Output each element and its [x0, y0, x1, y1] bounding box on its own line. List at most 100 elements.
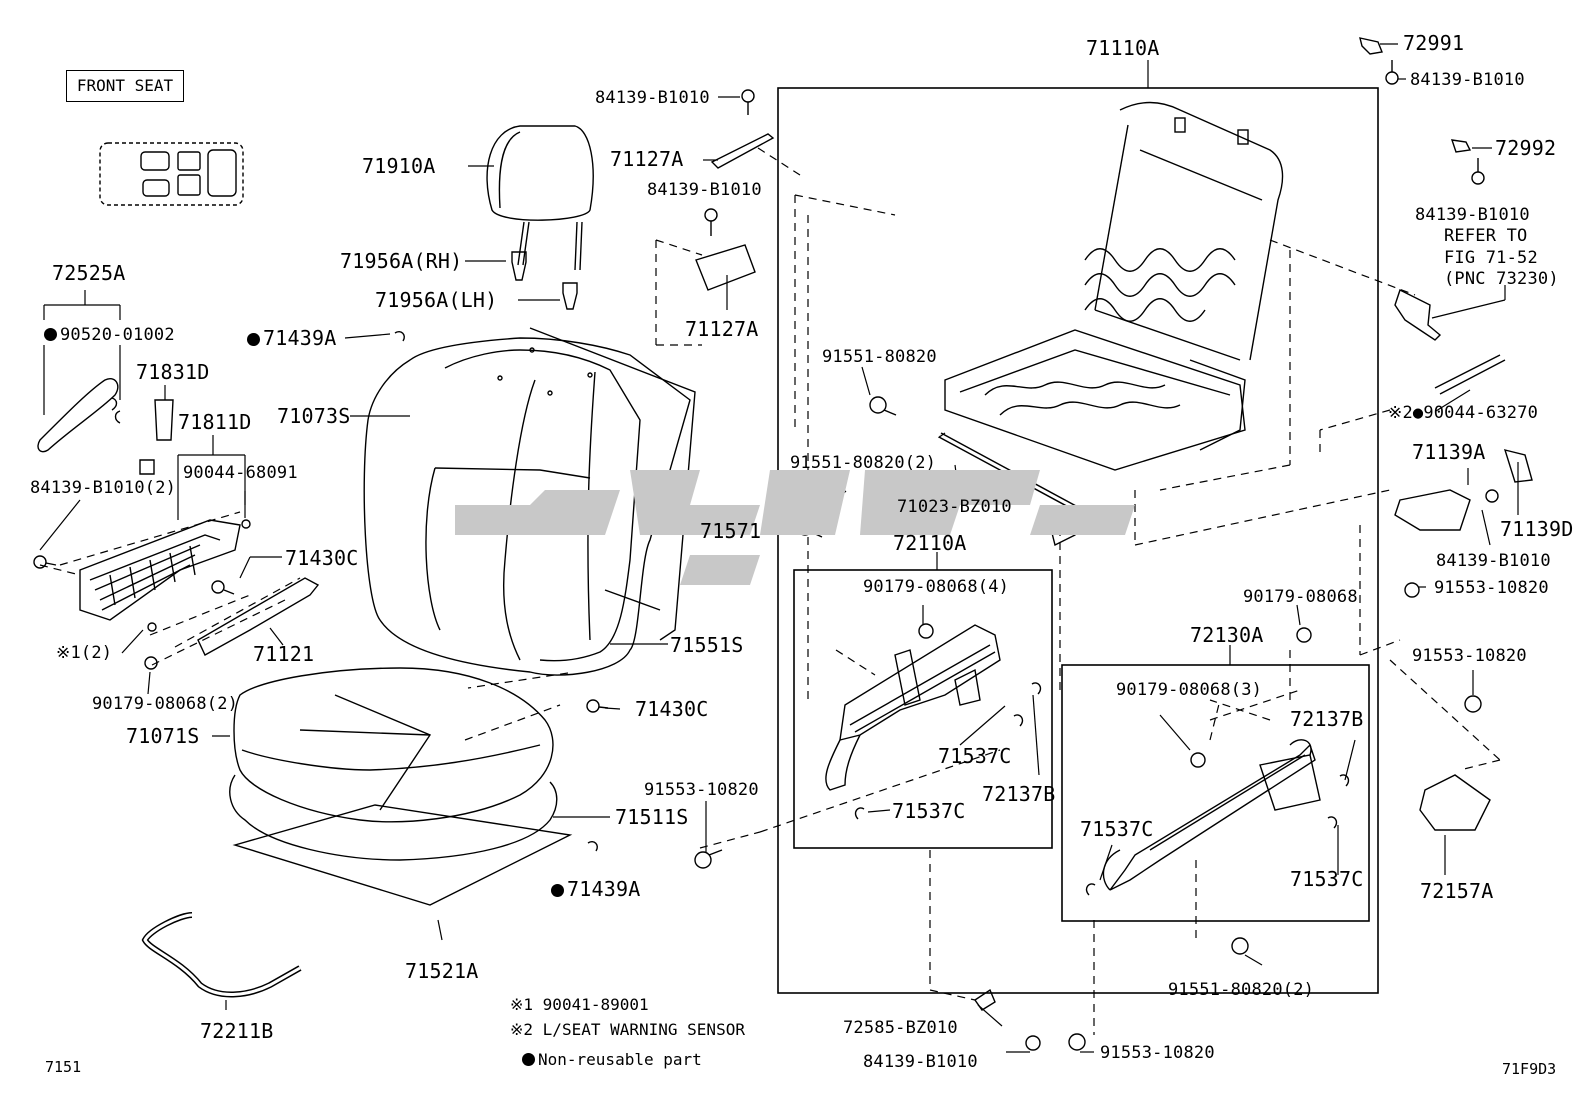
part-label-91551-80820-2: 91551-80820(2) — [790, 453, 937, 473]
part-label-90179-08068: 90179-08068 — [1243, 587, 1358, 607]
part-label-84139-B1010: 84139-B1010 — [1436, 551, 1551, 571]
part-label-71430C: 71430C — [285, 546, 359, 570]
bracket-drawing — [197, 577, 320, 656]
part-label-72585-BZ010: 72585-BZ010 — [843, 1018, 958, 1038]
part-label-90179-08068-4: 90179-08068(4) — [863, 577, 1010, 597]
part-label-84139-B1010: 84139-B1010 — [863, 1052, 978, 1072]
recline-lever-drawing — [37, 378, 119, 453]
part-label-84139-B1010: 84139-B1010 — [1410, 70, 1525, 90]
part-label-text: 71439A — [567, 877, 641, 901]
part-label-72211B: 72211B — [200, 1019, 274, 1043]
part-label-71121: 71121 — [253, 642, 315, 666]
figure-code-right: 71F9D3 — [1502, 1060, 1557, 1078]
part-label-71551S: 71551S — [670, 633, 744, 657]
part-label-mark1: ※1(2) — [56, 643, 113, 663]
part-label-72992: 72992 — [1495, 136, 1557, 160]
part-label-90179-08068-2: 90179-08068(2) — [92, 694, 239, 714]
sensor-drawing — [1394, 289, 1442, 341]
part-label-71956A-rh: 71956A(RH) — [340, 249, 463, 273]
headrest-drawing — [486, 125, 594, 310]
note-mark1: ※1 90041-89001 — [510, 995, 649, 1014]
part-label-71521A: 71521A — [405, 959, 479, 983]
figure-code-left: 7151 — [45, 1058, 82, 1076]
non-reusable-dot-icon — [522, 1053, 535, 1066]
part-label-71537C: 71537C — [1290, 867, 1364, 891]
left-slide-rail-drawing — [825, 624, 1001, 791]
part-label-72110A: 72110A — [893, 531, 967, 555]
part-label-91551-80820: 91551-80820 — [822, 347, 937, 367]
part-label-72157A: 72157A — [1420, 879, 1494, 903]
part-label-90520-01002: 90520-01002 — [44, 325, 175, 345]
non-reusable-dot-icon — [247, 333, 260, 346]
part-label-text: 71439A — [263, 326, 337, 350]
seat-switch-icon — [99, 142, 244, 206]
part-label-90179-08068-3: 90179-08068(3) — [1116, 680, 1263, 700]
seat-back-drawing — [363, 327, 696, 676]
part-label-71571: 71571 — [700, 519, 762, 543]
part-label-71831D: 71831D — [136, 360, 210, 384]
right-slide-box — [1061, 664, 1370, 922]
part-label-71139D: 71139D — [1500, 517, 1574, 541]
part-label-71073S: 71073S — [277, 404, 351, 428]
refer-note-line1: REFER TO — [1444, 226, 1528, 246]
part-label-84139-B1010: 84139-B1010 — [595, 88, 710, 108]
part-label-84139-B1010: 84139-B1010 — [1415, 205, 1530, 225]
clip-72992-drawing — [1450, 139, 1472, 153]
note-non-reusable: Non-reusable part — [522, 1050, 702, 1069]
dashed-assembly-lines — [39, 147, 1501, 1035]
seat-frame-drawing — [944, 101, 1284, 471]
note-mark2: ※2 L/SEAT WARNING SENSOR — [510, 1020, 745, 1039]
part-label-71139A: 71139A — [1412, 440, 1486, 464]
part-label-71127A: 71127A — [610, 147, 684, 171]
bracket-71139D-drawing — [1503, 449, 1533, 483]
part-label-91553-10820: 91553-10820 — [1100, 1043, 1215, 1063]
note-text: Non-reusable part — [538, 1050, 702, 1069]
part-label-90044-68091: 90044-68091 — [183, 463, 298, 483]
frame-assembly-box — [777, 87, 1379, 994]
side-cover-drawing — [79, 519, 241, 621]
non-reusable-dot-icon — [44, 328, 57, 341]
right-slide-rail-drawing — [1102, 739, 1321, 891]
part-label-text: 90520-01002 — [60, 325, 175, 345]
part-label-71956A-lh: 71956A(LH) — [375, 288, 498, 312]
part-label-71910A: 71910A — [362, 154, 436, 178]
part-label-72130A: 72130A — [1190, 623, 1264, 647]
part-label-71110A: 71110A — [1086, 36, 1160, 60]
refer-note-line2: FIG 71-52 — [1444, 248, 1538, 268]
tie-strap-drawing — [1434, 354, 1506, 395]
part-label-71439A: 71439A — [551, 878, 640, 900]
part-label-71071S: 71071S — [126, 724, 200, 748]
part-label-71430C: 71430C — [635, 697, 709, 721]
front-seat-label: FRONT SEAT — [66, 70, 184, 102]
part-label-72137B: 72137B — [982, 782, 1056, 806]
non-reusable-dot-icon — [551, 884, 564, 897]
part-label-84139-B1010: 84139-B1010 — [647, 180, 762, 200]
cover-72157A-drawing — [1419, 774, 1491, 831]
seat-cushion-drawing — [229, 667, 573, 906]
leader-lines — [39, 43, 1519, 1053]
fastener-drawings — [33, 60, 1499, 1051]
bracket-71139A-drawing — [1394, 489, 1471, 531]
part-label-71811D: 71811D — [178, 410, 252, 434]
part-label-71511S: 71511S — [615, 805, 689, 829]
part-label-72991: 72991 — [1403, 31, 1465, 55]
part-label-71537C: 71537C — [1080, 817, 1154, 841]
part-label-71537C: 71537C — [892, 799, 966, 823]
part-label-72137B: 72137B — [1290, 707, 1364, 731]
left-slide-box — [793, 569, 1053, 849]
refer-note-line3: (PNC 73230) — [1444, 269, 1559, 289]
part-label-91553-10820: 91553-10820 — [644, 780, 759, 800]
part-label-71127A: 71127A — [685, 317, 759, 341]
part-label-71537C: 71537C — [938, 744, 1012, 768]
part-label-91553-10820: 91553-10820 — [1412, 646, 1527, 666]
part-label-91553-10820: 91553-10820 — [1434, 578, 1549, 598]
part-label-71439A: 71439A — [247, 327, 336, 349]
watermark-logo — [455, 470, 1135, 585]
part-label-72525A: 72525A — [52, 261, 126, 285]
part-label-91551-80820-2: 91551-80820(2) — [1168, 980, 1315, 1000]
part-label-71023-BZ010: 71023-BZ010 — [897, 497, 1012, 517]
part-label-90044-63270: ※2●90044-63270 — [1388, 403, 1539, 423]
part-label-84139-B1010-2: 84139-B1010(2) — [30, 478, 177, 498]
clip-72991-drawing — [1359, 37, 1383, 55]
